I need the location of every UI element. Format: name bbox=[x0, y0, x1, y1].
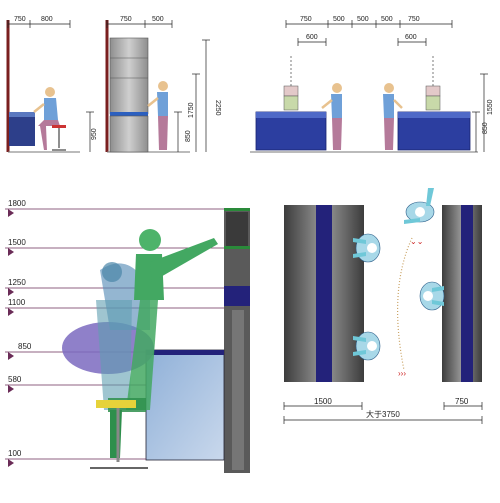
svg-text:⌄⌄: ⌄⌄ bbox=[410, 237, 423, 246]
height-label: 100 bbox=[8, 449, 22, 458]
dim-label: 850 bbox=[185, 130, 192, 142]
dim-label: 1550 bbox=[487, 99, 494, 115]
panel-tall-cabinet: 750 500 2250 1750 850 bbox=[105, 16, 221, 153]
dim-label: 800 bbox=[41, 16, 53, 23]
height-label: 580 bbox=[8, 375, 22, 384]
height-label: 850 bbox=[18, 342, 32, 351]
svg-text:›››: ››› bbox=[398, 369, 406, 378]
plan-person bbox=[353, 331, 381, 361]
dim-label: 500 bbox=[333, 16, 345, 23]
panel-plan-view: ⌄⌄ ››› 1500 750 大于3750 bbox=[283, 188, 483, 424]
stool-seat bbox=[96, 400, 136, 408]
dim-label: 大于3750 bbox=[366, 409, 400, 419]
dim-label: 1750 bbox=[188, 102, 195, 118]
person-head bbox=[45, 87, 55, 97]
dim-label: 750 bbox=[120, 16, 132, 23]
height-label: 1100 bbox=[8, 298, 26, 307]
dim-label: 500 bbox=[152, 16, 164, 23]
dim-label: 1500 bbox=[314, 397, 332, 406]
dim-label: 500 bbox=[357, 16, 369, 23]
dim-label: 600 bbox=[306, 34, 318, 41]
dim-label: 2250 bbox=[214, 100, 221, 116]
panel-seated-workstation: 750 800 950 bbox=[6, 16, 98, 153]
plan-person bbox=[353, 233, 381, 263]
standing-figure bbox=[139, 229, 161, 251]
height-label: 1500 bbox=[8, 238, 26, 247]
dim-label: 850 bbox=[482, 122, 489, 134]
panel-reach-heights: 1800 1500 1250 1100 850 580 100 bbox=[5, 199, 250, 473]
height-label: 1250 bbox=[8, 278, 26, 287]
low-counter bbox=[9, 112, 35, 146]
dim-label: 750 bbox=[14, 16, 26, 23]
panel-island-counters: 750 500 500 500 750 600 600 bbox=[250, 16, 494, 153]
dim-label: 500 bbox=[381, 16, 393, 23]
height-label: 1800 bbox=[8, 199, 26, 208]
dim-label: 750 bbox=[408, 16, 420, 23]
island-right bbox=[397, 111, 471, 151]
dim-label: 750 bbox=[300, 16, 312, 23]
base-counter bbox=[145, 349, 225, 461]
dim-label: 950 bbox=[91, 128, 98, 140]
plan-person-walking bbox=[404, 188, 435, 224]
island-left bbox=[255, 111, 327, 151]
dim-label: 750 bbox=[455, 397, 469, 406]
dim-label: 600 bbox=[405, 34, 417, 41]
tall-cabinet bbox=[109, 37, 149, 115]
plan-person bbox=[419, 281, 445, 311]
